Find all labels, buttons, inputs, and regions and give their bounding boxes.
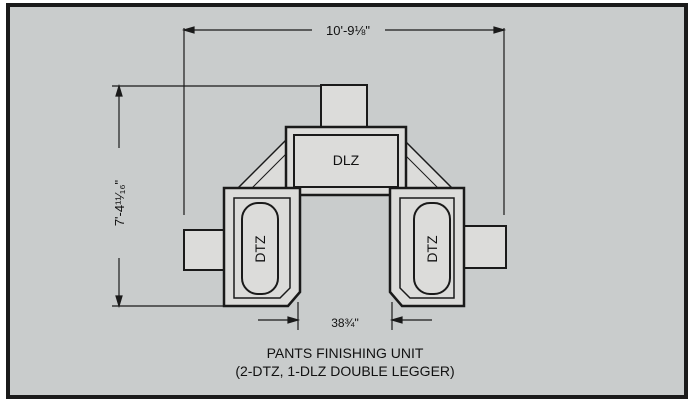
overall-width-label: 10'-9⅛" bbox=[326, 23, 370, 38]
dtz-right-oval bbox=[413, 202, 451, 295]
bridge-inner-diagonal-left bbox=[251, 153, 287, 189]
dtz-unit-right bbox=[388, 186, 507, 308]
dlz-label: DLZ bbox=[333, 152, 360, 168]
overall-height-dimension bbox=[112, 83, 320, 309]
dtz-left-inner-frame bbox=[233, 197, 291, 299]
dtz-left-side-tab bbox=[183, 229, 225, 271]
overall-height-label: 7'-4¹¹⁄₁₆" bbox=[112, 179, 127, 226]
dtz-unit-left bbox=[183, 186, 302, 308]
caption-line-1: PANTS FINISHING UNIT bbox=[267, 345, 424, 361]
dtz-left-label: DTZ bbox=[252, 235, 268, 263]
inner-gap-dimension bbox=[258, 302, 432, 330]
dlz-unit bbox=[284, 84, 408, 197]
dlz-top-tab bbox=[320, 84, 368, 128]
bridge-inner-diagonal-right bbox=[403, 153, 439, 189]
dtz-right-side-tab bbox=[463, 225, 507, 269]
inner-gap-label: 38¾" bbox=[331, 316, 359, 330]
dtz-right-inner-frame bbox=[399, 197, 455, 299]
caption-line-2: (2-DTZ, 1-DLZ DOUBLE LEGGER) bbox=[235, 363, 454, 379]
diagram-background bbox=[6, 3, 688, 399]
dtz-left-oval bbox=[241, 202, 279, 295]
dlz-inner-panel bbox=[293, 134, 399, 188]
overall-width-dimension bbox=[181, 26, 507, 215]
dtz-right-label: DTZ bbox=[424, 235, 440, 263]
